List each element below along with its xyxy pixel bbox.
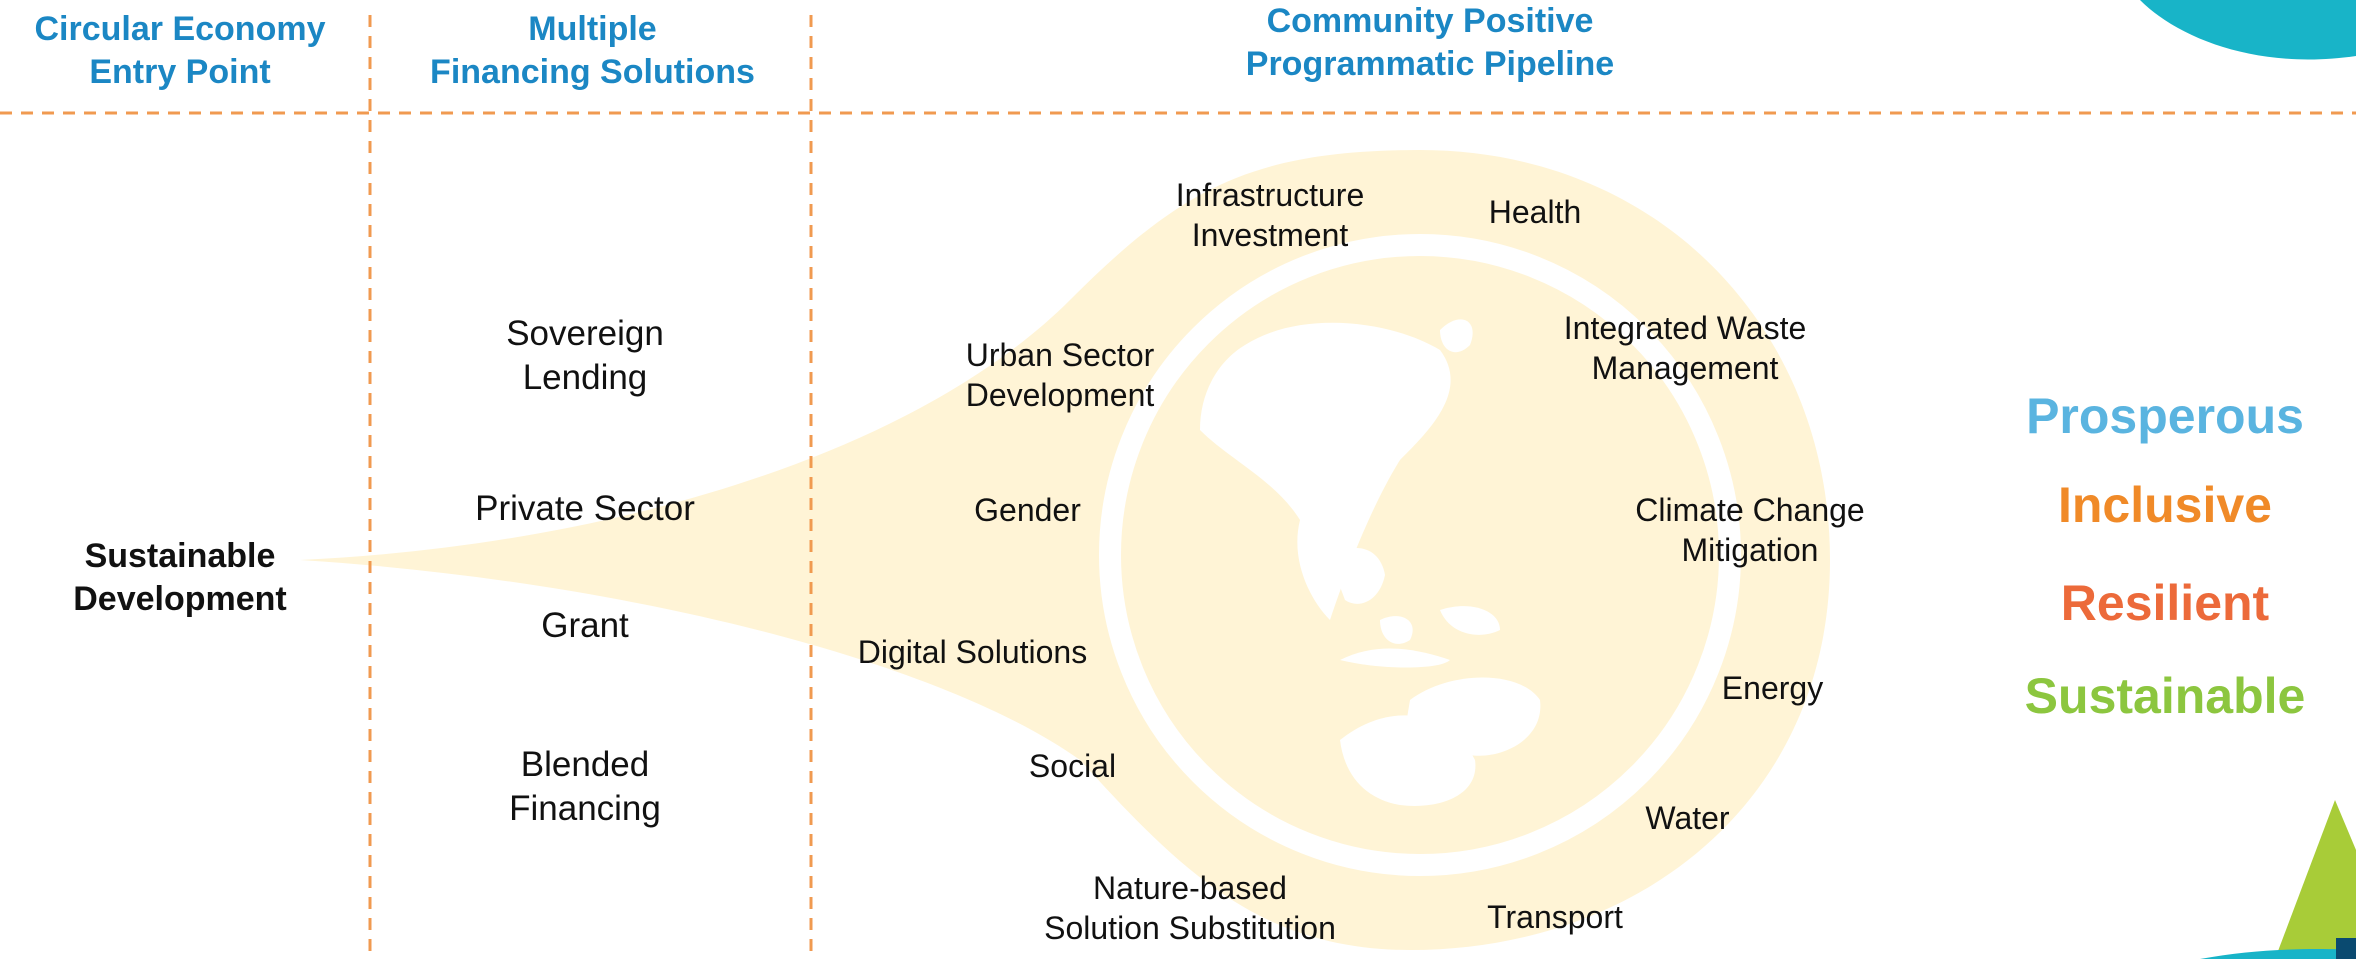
topic-transport: Transport [1487, 899, 1623, 935]
topic-nature-based-solution: Nature-based Solution Substitution [1044, 870, 1336, 946]
outcome-sustainable: Sustainable [2024, 668, 2306, 724]
outcome-inclusive: Inclusive [2058, 477, 2272, 533]
financing-sovereign-lending: Sovereign Lending [506, 314, 664, 397]
outcome-prosperous: Prosperous [2026, 388, 2304, 444]
topic-digital-solutions: Digital Solutions [857, 634, 1088, 670]
topic-water: Water [1645, 800, 1730, 836]
globe-ring [1099, 234, 1741, 876]
topic-integrated-waste-management: Integrated Waste Management [1563, 310, 1807, 386]
header-pipeline: Community Positive Programmatic Pipeline [1245, 2, 1615, 83]
header-entry-point: Circular Economy Entry Point [34, 10, 326, 91]
topic-gender: Gender [974, 492, 1081, 528]
topic-health: Health [1488, 194, 1582, 230]
financing-private-sector: Private Sector [475, 489, 695, 528]
financing-blended: Blended Financing [509, 745, 661, 828]
entry-sustainable-development: Sustainable Development [73, 537, 287, 618]
divider-lines [0, 15, 2356, 959]
topic-climate-change-mitigation: Climate Change Mitigation [1635, 492, 1865, 568]
corner-green-triangle [2275, 800, 2356, 959]
outcome-resilient: Resilient [2060, 575, 2270, 631]
topic-energy: Energy [1721, 670, 1824, 706]
corner-teal-shape [2140, 0, 2356, 60]
corner-dark-block [2336, 938, 2356, 959]
financing-grant: Grant [541, 606, 629, 645]
topic-social: Social [1028, 748, 1117, 784]
topic-urban-sector-development: Urban Sector Development [965, 337, 1155, 413]
header-financing: Multiple Financing Solutions [430, 10, 755, 91]
globe-continents [1200, 319, 1541, 806]
topic-infrastructure-investment: Infrastructure Investment [1175, 177, 1365, 253]
corner-teal-base [2200, 948, 2356, 959]
